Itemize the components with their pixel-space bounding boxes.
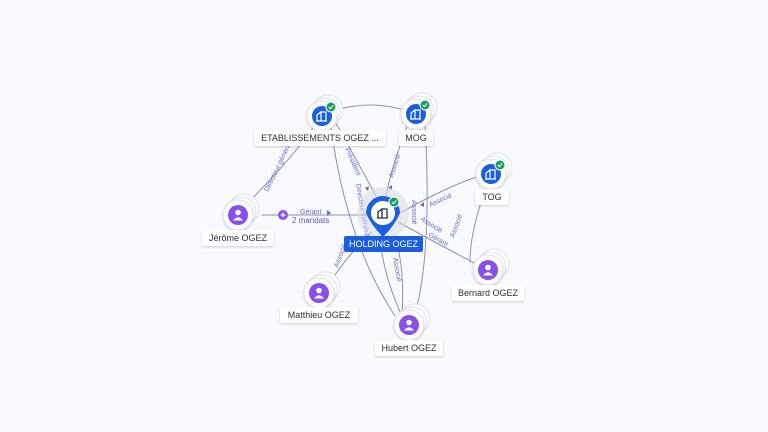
check-glyph (497, 162, 503, 168)
node-label-bernard: Bernard OGEZ (452, 285, 524, 301)
mandate-role: Gérant (300, 209, 321, 216)
check-badge-icon (419, 99, 431, 111)
node-label: Bernard OGEZ (458, 288, 519, 298)
node-tog[interactable] (475, 152, 513, 190)
edge-label: Directeur général (264, 141, 294, 193)
node-label: ETABLISSEMENTS OGEZ ... (261, 133, 379, 143)
building-glyph (316, 110, 327, 122)
person-body (233, 217, 243, 221)
person-body (314, 295, 324, 299)
edge-holding-tog (399, 175, 481, 214)
node-matthieu-ogez[interactable] (303, 271, 341, 309)
label-pill (202, 230, 274, 246)
node-label-matthieu: Matthieu OGEZ (280, 307, 358, 323)
check-badge-icon (494, 159, 506, 171)
building-glyph (410, 108, 421, 120)
pin-inner (371, 201, 395, 225)
node-hubert-ogez[interactable] (393, 303, 431, 341)
node-label: Hubert OGEZ (381, 343, 437, 353)
node-label: Matthieu OGEZ (288, 310, 351, 320)
node-bernard-ogez[interactable] (472, 248, 510, 286)
node-mog[interactable] (400, 92, 438, 130)
edge-label: Associé (449, 213, 464, 239)
node-holding-ogez[interactable] (357, 187, 409, 239)
node-label-tog: TOG (475, 189, 509, 205)
node-label: MOG (405, 133, 427, 143)
label-pill (375, 340, 443, 356)
node-jerome-ogez[interactable] (222, 193, 260, 231)
node-label: HOLDING OGEZ (349, 239, 419, 249)
label-pill (452, 285, 524, 301)
label-pill-main (344, 236, 423, 252)
label-pill (399, 130, 433, 146)
edge-label: Président (343, 147, 361, 177)
node-label-etablissements: ETABLISSEMENTS OGEZ ... (254, 130, 386, 146)
edge-etablissements-mog (335, 104, 405, 111)
check-glyph (391, 199, 397, 205)
edge-label: Associé (388, 153, 402, 179)
node-label: TOG (482, 192, 501, 202)
person-head (316, 287, 322, 294)
node-etablissements-ogez[interactable] (306, 94, 344, 132)
edge-label: Associé (391, 257, 402, 282)
person-head (485, 264, 491, 271)
person-body (404, 327, 414, 331)
edge-label: Associé (428, 192, 453, 208)
node-label: Jérôme OGEZ (209, 233, 268, 243)
person-head (406, 319, 412, 326)
label-pill (280, 307, 358, 323)
edge-mog-hubert (415, 121, 428, 311)
node-label-jerome: Jérôme OGEZ (202, 230, 274, 246)
mandate-count: 2 mandats (292, 216, 329, 225)
building-glyph (485, 168, 496, 180)
edges (243, 104, 488, 317)
label-pill (254, 130, 386, 146)
edge-label: Associé (410, 200, 417, 225)
check-badge-icon (388, 196, 400, 208)
edge-holding-bernard (397, 221, 479, 266)
edge-hubert-etablissements (329, 119, 396, 317)
label-pill (475, 189, 509, 205)
person-head (235, 209, 241, 216)
node-label-hubert: Hubert OGEZ (375, 340, 443, 356)
edge-arrow (420, 202, 424, 207)
check-glyph (422, 102, 428, 108)
person-body (483, 272, 493, 276)
check-glyph (328, 104, 334, 110)
edge-arrow (365, 186, 369, 191)
check-badge-icon (325, 101, 337, 113)
building-icon (377, 207, 388, 219)
plus-glyph (280, 212, 286, 218)
node-label-holding: HOLDING OGEZ (344, 236, 423, 252)
node-label-mog: MOG (399, 130, 433, 146)
mandate-chip[interactable]: Gérant 2 mandats (278, 209, 329, 225)
edge-arrow (327, 210, 331, 216)
